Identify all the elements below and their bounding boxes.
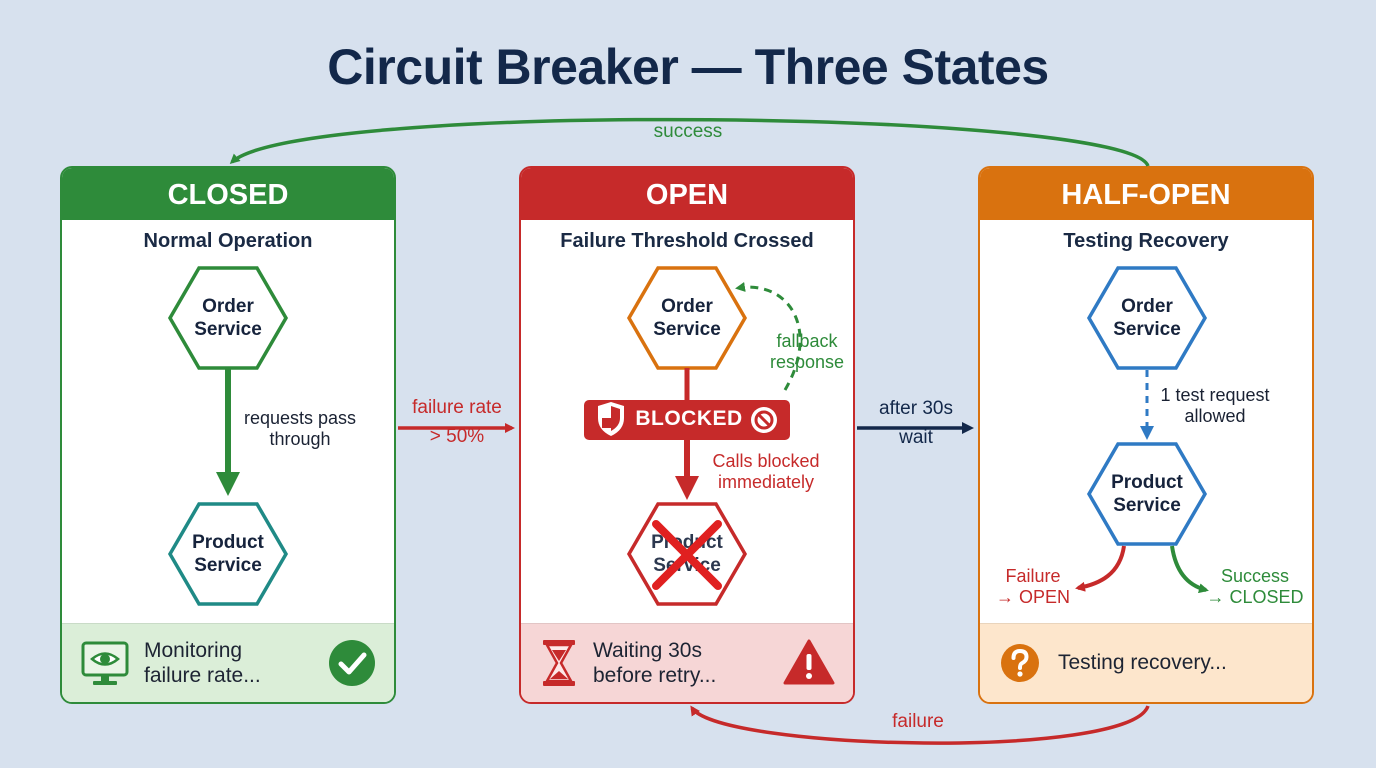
hex-label-line: Product [1111,472,1183,493]
fallback-response-arrow [735,282,802,391]
hourglass-icon [543,640,575,686]
success-transition-arrow [229,117,1150,167]
calls-blocked-label: Calls blocked immediately [700,451,832,493]
failure-transition-arrow [690,705,1150,745]
label-line: allowed [1184,406,1246,426]
closed-header: CLOSED [62,168,394,220]
failure-branch-arrow [1075,545,1126,592]
no-entry-icon [751,407,777,433]
open-subtitle: Failure Threshold Crossed [560,230,814,252]
blocked-badge [584,400,790,440]
label-line: Success [1220,566,1290,586]
hex-label-line: Order [202,296,254,317]
monitor-eye-icon [81,641,129,685]
open-order-service-label: Order Service [627,295,747,341]
closed-product-service-label: Product Service [168,531,288,577]
closed-subtitle: Normal Operation [143,230,313,252]
open-state-panel: OPEN Failure Threshold Crossed Waiting 3… [519,166,855,704]
after-wait-label: after 30s wait [856,398,976,448]
failure-branch-label: Failure → OPEN [992,566,1074,608]
after-wait-line2: wait [899,427,933,448]
half-open-subtitle: Testing Recovery [1063,230,1229,252]
failure-rate-label: failure rate > 50% [396,397,518,447]
closed-footer: Monitoring failure rate... [62,623,394,702]
closed-order-service-hex [167,266,289,370]
label-line: 1 test request [1160,385,1270,405]
label-line: → OPEN [995,587,1070,607]
half-open-footer: Testing recovery... [980,623,1312,702]
half-open-product-service-label: Product Service [1087,471,1207,517]
half-open-state-panel: HALF-OPEN Testing Recovery Testing recov… [978,166,1314,704]
hex-label-line: Product [192,532,264,553]
fallback-response-label: fallback response [754,331,860,373]
hex-label-line: Service [1113,319,1181,340]
half-open-product-service-hex [1086,442,1208,546]
label-line: Failure [1005,566,1061,586]
success-branch-label: Success → CLOSED [1204,566,1306,608]
hex-label-line: Order [661,296,713,317]
after-wait-line1: after 30s [879,398,953,419]
label-line: requests pass [243,408,357,428]
hex-label-line: Service [653,319,721,340]
label-line: → CLOSED [1206,587,1304,607]
cross-x-icon [652,520,722,590]
failure-transition-label: failure [892,711,944,732]
closed-product-service-hex [167,502,289,606]
hex-label-line: Service [194,319,262,340]
success-transition-label: success [653,121,723,142]
half-open-order-service-label: Order Service [1087,295,1207,341]
open-footer: Waiting 30s before retry... [521,623,853,702]
label-line: immediately [717,472,815,492]
warning-icon [783,639,835,685]
open-order-service-hex [626,266,748,370]
hex-label-line: Order [1121,296,1173,317]
failure-rate-line2: > 50% [429,426,485,447]
question-circle-icon [1001,644,1039,682]
open-footer-line2: before retry... [593,664,717,687]
half-open-header: HALF-OPEN [980,168,1312,220]
success-branch-arrow [1170,545,1209,594]
failure-rate-line1: failure rate [412,397,502,418]
hex-label-line: Service [194,555,262,576]
blocked-badge-label: BLOCKED [635,407,743,430]
label-line: Calls blocked [712,451,820,471]
open-header: OPEN [521,168,853,220]
test-request-label: 1 test request allowed [1152,385,1278,427]
page-title: Circuit Breaker — Three States [327,39,1049,95]
label-line: response [769,352,845,372]
open-footer-line1: Waiting 30s [593,639,702,662]
hex-label-line: Service [1113,495,1181,516]
half-open-footer-text: Testing recovery... [1058,651,1227,674]
closed-order-service-label: Order Service [168,295,288,341]
shield-icon [598,402,624,436]
half-open-order-service-hex [1086,266,1208,370]
requests-pass-label: requests pass through [236,408,364,450]
closed-footer-line1: Monitoring [144,639,243,662]
closed-footer-line2: failure rate... [144,664,261,687]
label-line: through [269,429,331,449]
check-circle-icon [329,640,375,686]
label-line: fallback [776,331,838,351]
